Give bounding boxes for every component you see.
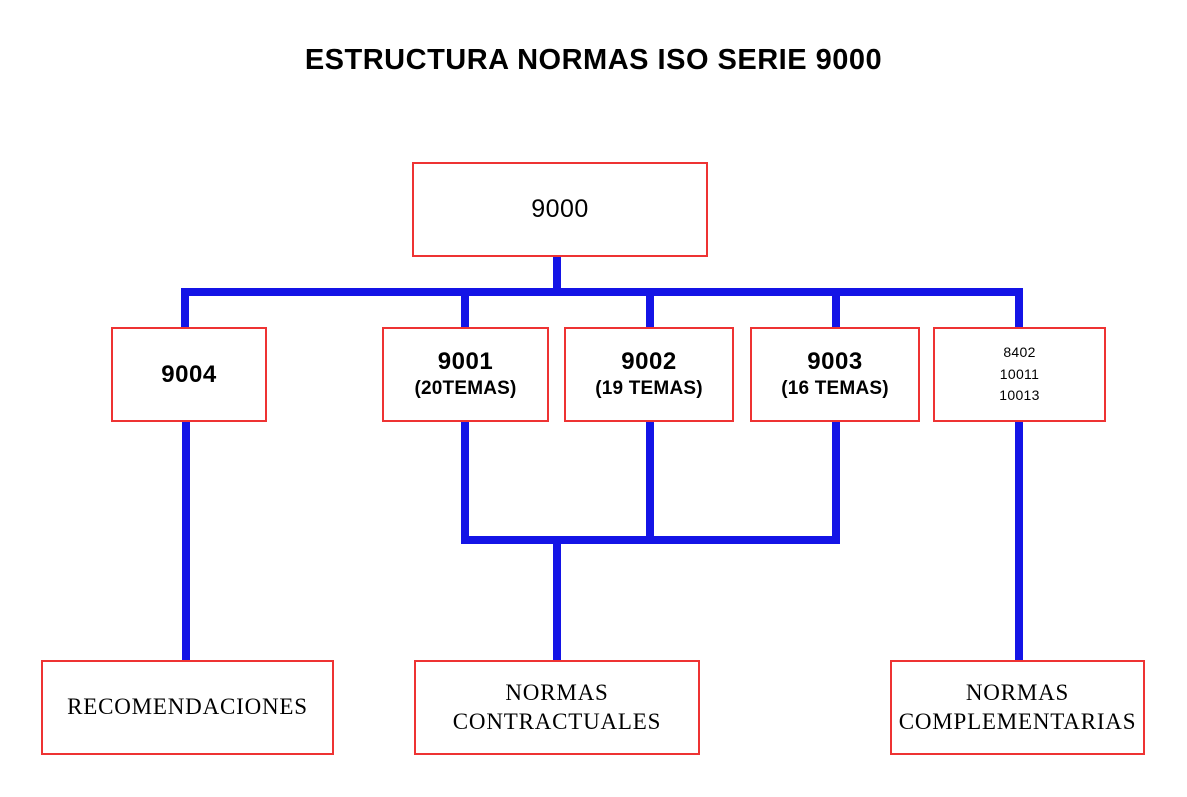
node-9001[interactable]: 9001 (20TEMAS) [382, 327, 549, 422]
node-9003-sublabel: (16 TEMAS) [781, 378, 889, 400]
node-9002-label: 9002 [621, 347, 677, 375]
node-9001-label: 9001 [437, 347, 494, 375]
node-other-line-10013: 10013 [999, 387, 1040, 404]
connector-lower-bus-to-contractuales [553, 536, 561, 664]
node-recomendaciones-label: RECOMENDACIONES [67, 694, 308, 720]
connector-bus-to-9002 [646, 288, 654, 332]
node-9000[interactable]: 9000 [412, 162, 708, 257]
node-9004[interactable]: 9004 [111, 327, 267, 422]
connector-bus-to-9001 [461, 288, 469, 332]
node-normas-complementarias[interactable]: NORMAS COMPLEMENTARIAS [890, 660, 1145, 755]
connector-bus-to-9004 [181, 288, 189, 332]
connector-bus-to-other [1015, 288, 1023, 332]
connector-root-stem [553, 255, 561, 295]
connector-9003-drop [832, 418, 840, 544]
connector-lower-bus [461, 536, 840, 544]
connector-9002-drop [646, 418, 654, 544]
node-9002[interactable]: 9002 (19 TEMAS) [564, 327, 734, 422]
node-normas-contractuales-sublabel: CONTRACTUALES [452, 708, 662, 734]
connector-main-bus [181, 288, 1023, 296]
node-normas-contractuales-label: NORMAS [505, 680, 609, 706]
node-9000-label: 9000 [531, 195, 589, 223]
node-other-line-8402: 8402 [1003, 343, 1036, 360]
node-9003[interactable]: 9003 (16 TEMAS) [750, 327, 920, 422]
connector-9001-drop [461, 418, 469, 544]
node-recomendaciones[interactable]: RECOMENDACIONES [41, 660, 334, 755]
node-other-line-10011: 10011 [999, 365, 1040, 382]
connector-other-to-complementarias [1015, 418, 1023, 664]
node-9004-label: 9004 [161, 360, 217, 388]
node-normas-contractuales[interactable]: NORMAS CONTRACTUALES [414, 660, 700, 755]
node-other-standards[interactable]: 8402 10011 10013 [933, 327, 1106, 422]
node-9002-sublabel: (19 TEMAS) [595, 378, 703, 400]
node-normas-complementarias-sublabel: COMPLEMENTARIAS [898, 708, 1137, 734]
connector-9004-to-recomendaciones [182, 418, 190, 664]
connector-bus-to-9003 [832, 288, 840, 332]
node-normas-complementarias-label: NORMAS [965, 680, 1070, 706]
node-9003-label: 9003 [807, 347, 863, 375]
page-title: ESTRUCTURA NORMAS ISO SERIE 9000 [304, 44, 883, 76]
node-9001-sublabel: (20TEMAS) [414, 378, 517, 400]
